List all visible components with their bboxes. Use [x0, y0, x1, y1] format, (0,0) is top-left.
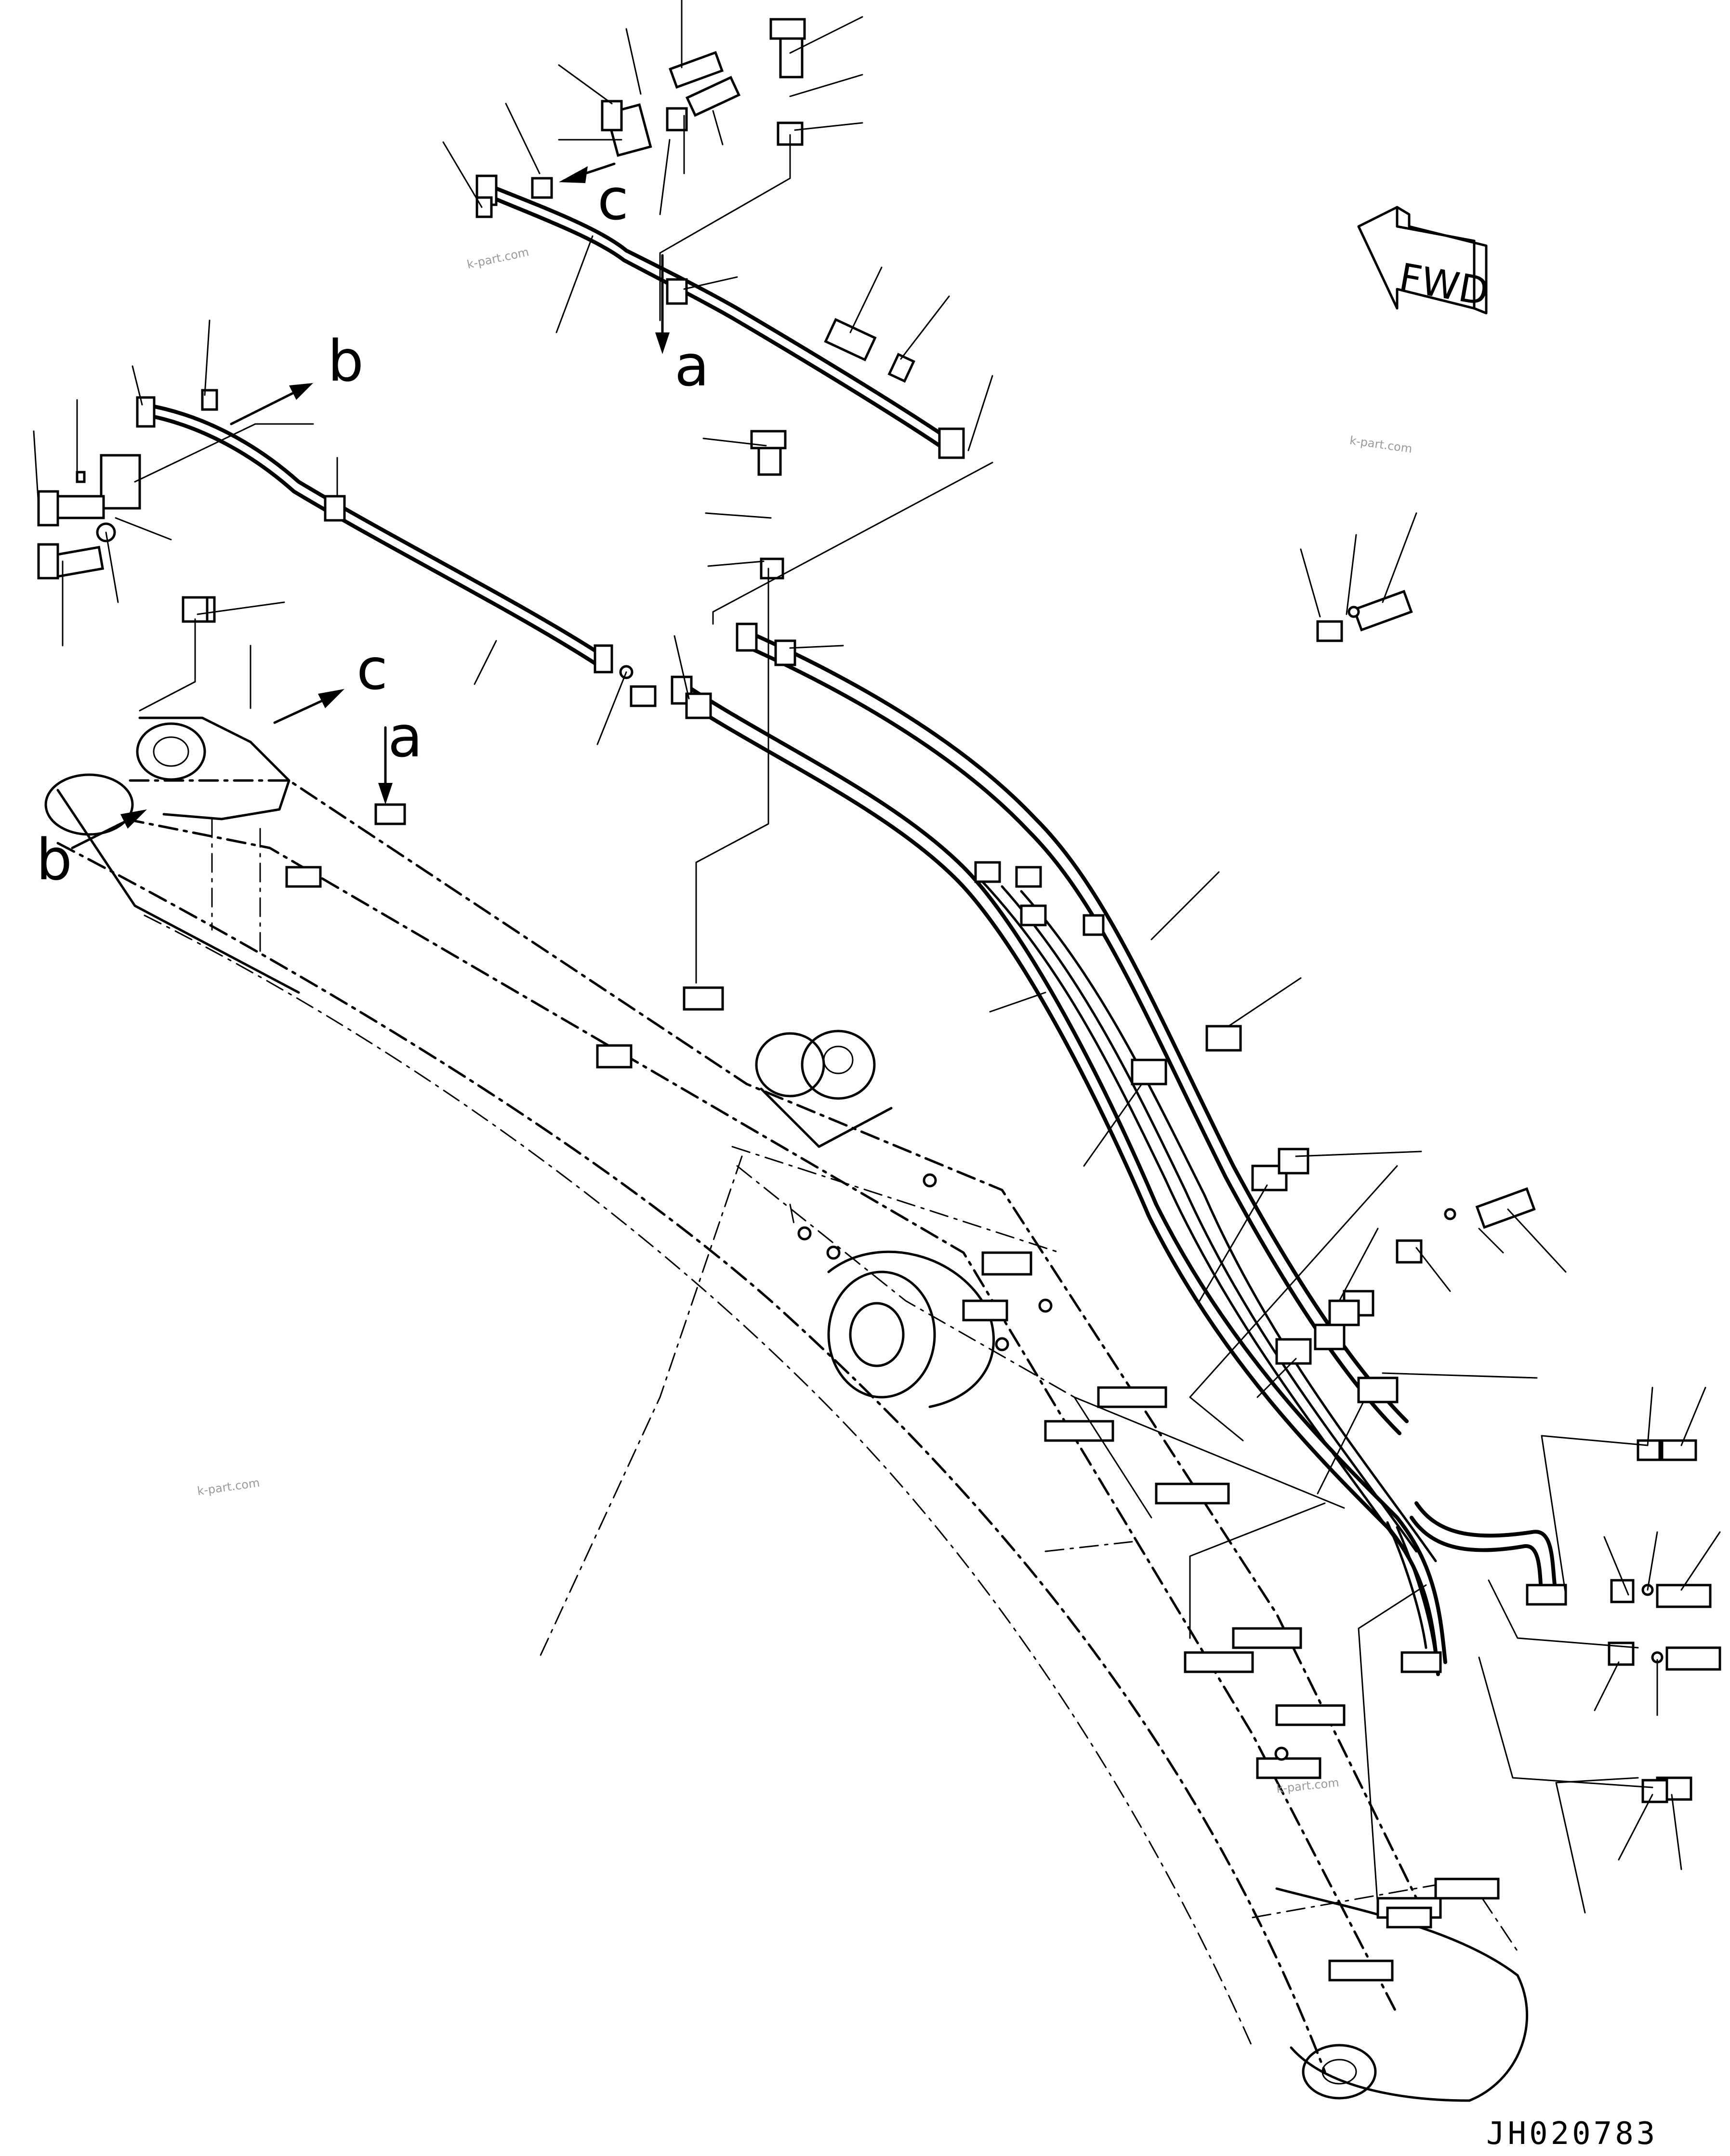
- watermark: k-part.com: [466, 245, 530, 272]
- upper-hydraulic-pipe: [475, 18, 965, 459]
- leader-lines: [33, 0, 1721, 1914]
- clamp-half: [777, 121, 804, 146]
- forward-direction-indicator: FWD: [1357, 206, 1492, 315]
- fastener-hardware: [182, 430, 1721, 1803]
- clamp-11: [1357, 1376, 1399, 1403]
- callout-arrows: [71, 162, 670, 849]
- spacer-2: [1396, 1239, 1423, 1264]
- callout-c-lower: c: [357, 636, 388, 702]
- watermark: k-part.com: [197, 1476, 261, 1498]
- clamp-9: [1275, 1338, 1312, 1365]
- pipe-clamp: [666, 278, 688, 305]
- spacer: [1316, 620, 1343, 642]
- pipe-clamp-2: [324, 495, 346, 522]
- boom-clamp-brackets: [285, 803, 1500, 1982]
- bolt-4: [824, 318, 877, 361]
- bolt-3: [779, 37, 804, 79]
- watermark: k-part.com: [1349, 434, 1413, 456]
- bolt-9: [1475, 1187, 1536, 1229]
- bolt-2: [685, 76, 741, 117]
- bolt-12: [1665, 1646, 1721, 1671]
- callout-a-lower: a: [388, 703, 423, 770]
- forward-arrow-icon: [1357, 206, 1476, 310]
- callout-labels: c a b c a b: [36, 166, 709, 893]
- watermarks: k-part.com k-part.com k-part.com k-part.…: [197, 245, 1413, 1796]
- left-hydraulic-pipe: [37, 389, 634, 679]
- pipe-clamp-4: [685, 692, 712, 719]
- clamp-6: [1205, 1025, 1242, 1052]
- boom-body: [44, 716, 1529, 2102]
- main-boom-pipes: [671, 622, 1567, 1676]
- callout-b-upper: b: [328, 328, 364, 394]
- callout-c-upper: c: [597, 166, 629, 233]
- clamp-half-2: [760, 557, 784, 580]
- callout-b-lower: b: [36, 826, 72, 893]
- bolt-8: [1352, 590, 1413, 632]
- callout-a-upper: a: [674, 332, 709, 399]
- washer: [666, 107, 688, 132]
- pipe-clamp-3: [774, 639, 796, 666]
- clamp-5: [1131, 1058, 1167, 1085]
- pipe-cap: [182, 596, 209, 623]
- clamp-block: [100, 454, 141, 510]
- clamp-half-4: [1610, 1579, 1635, 1603]
- drawing-code: JH020783: [1486, 2116, 1658, 2152]
- bolt-1: [668, 51, 724, 89]
- clamp-8: [1278, 1148, 1309, 1175]
- bolt-10: [1661, 1439, 1697, 1461]
- fwd-label: FWD: [1396, 255, 1492, 315]
- washer-2: [887, 353, 915, 383]
- bolt-5: [49, 495, 105, 519]
- bolt-11: [1656, 1584, 1712, 1608]
